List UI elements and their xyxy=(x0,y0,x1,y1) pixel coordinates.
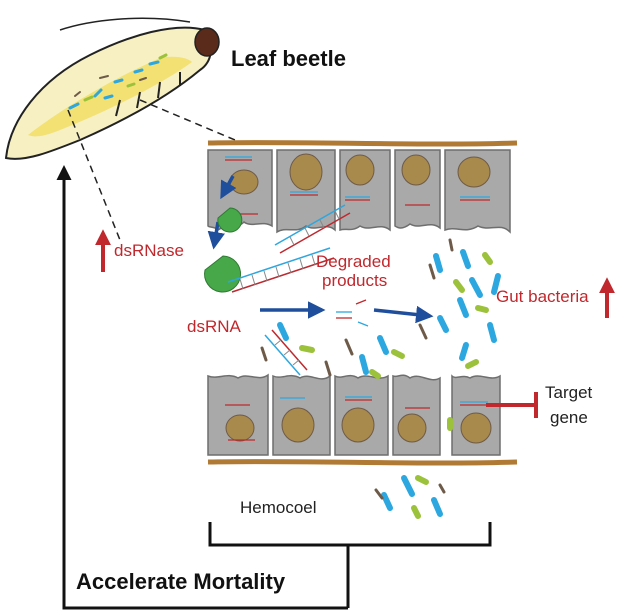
mortality-bracket xyxy=(56,165,492,610)
larva-icon xyxy=(4,17,220,160)
leaf-beetle-label: Leaf beetle xyxy=(231,46,346,71)
secretion-arrows xyxy=(207,175,237,250)
bacteria-icon xyxy=(260,238,501,519)
inhibition-icon xyxy=(486,392,538,418)
degraded-label-line1: Degraded xyxy=(316,252,391,271)
cell-dsrna-marks xyxy=(225,156,490,441)
dsrna-icon xyxy=(227,204,351,376)
degraded-products-icon xyxy=(336,299,369,327)
enzyme-icon xyxy=(204,207,243,293)
bottom-nuclei xyxy=(225,407,492,444)
process-arrows xyxy=(260,301,434,324)
dsrna-label: dsRNA xyxy=(187,317,241,336)
membrane-top xyxy=(207,140,518,147)
zoom-lines xyxy=(67,99,236,241)
top-nuclei xyxy=(229,153,491,195)
degraded-label-line2: products xyxy=(322,271,388,290)
target-label-line1: Target xyxy=(545,383,593,402)
accelerate-mortality-label: Accelerate Mortality xyxy=(76,569,286,594)
dsrnase-label: dsRNase xyxy=(114,241,184,260)
gut-bacteria-label: Gut bacteria xyxy=(496,287,589,306)
target-label-line2: gene xyxy=(550,408,588,427)
membrane-bottom xyxy=(207,459,518,466)
up-arrow-icon xyxy=(95,229,615,318)
hemocoel-label: Hemocoel xyxy=(240,498,317,517)
